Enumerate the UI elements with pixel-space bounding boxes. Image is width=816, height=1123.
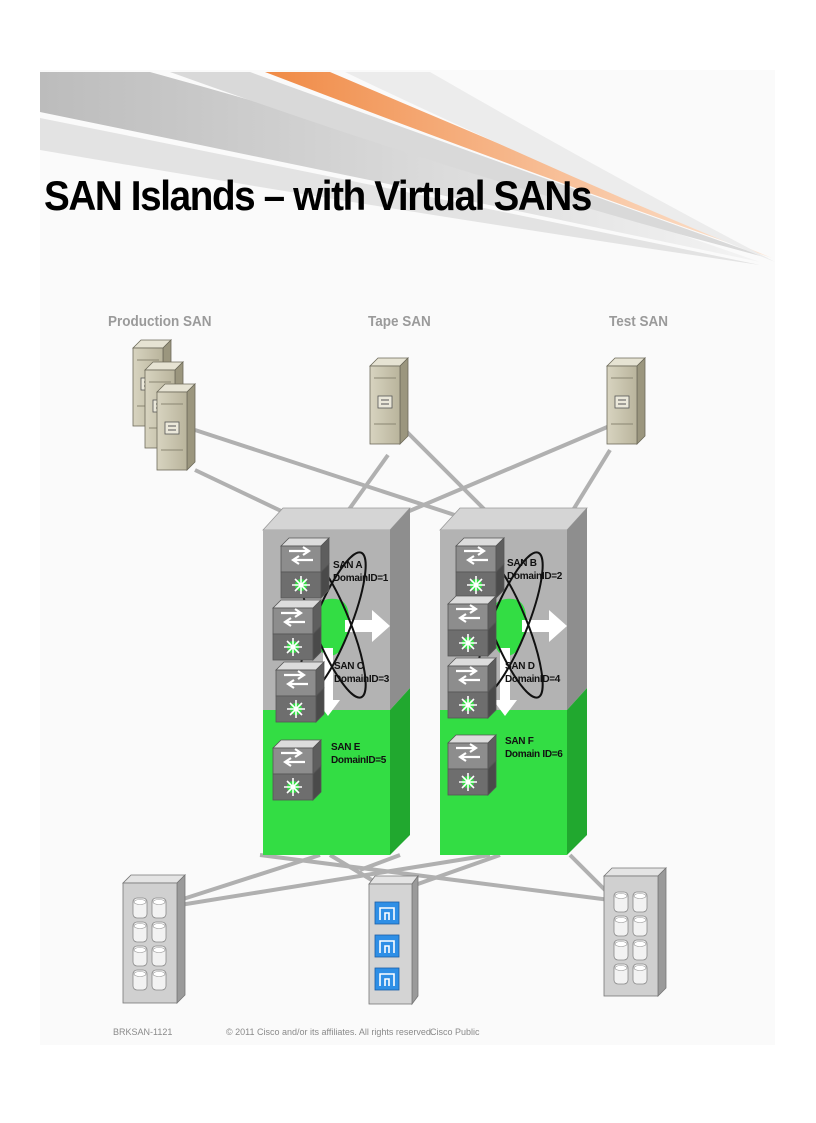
tape-san-label: Tape SAN (368, 313, 431, 330)
vsan-label-e: SAN E DomainID=5 (331, 741, 386, 767)
production-san-label: Production SAN (108, 313, 212, 330)
vsan-domain-id: Domain ID=6 (505, 749, 563, 760)
tape-library-icon (368, 874, 419, 1006)
vsan-name: SAN C (334, 661, 364, 672)
footer-session-id: BRKSAN-1121 (113, 1027, 173, 1037)
vsan-name: SAN D (505, 661, 535, 672)
switch-icon (446, 733, 498, 797)
switch-icon (279, 536, 331, 600)
vsan-name: SAN A (333, 560, 363, 571)
vsan-domain-id: DomainID=4 (505, 674, 561, 685)
vsan-label-b: SAN B DomainID=2 (507, 557, 562, 583)
switch-icon (271, 738, 323, 802)
switch-icon (271, 598, 323, 662)
tape-server-icon (369, 357, 409, 445)
footer-copyright: © 2011 Cisco and/or its affiliates. All … (226, 1027, 434, 1037)
vsan-domain-id: DomainID=1 (333, 573, 389, 584)
vsan-label-d: SAN D DomainID=4 (505, 660, 560, 686)
vsan-name: SAN B (507, 558, 537, 569)
vsan-name: SAN F (505, 736, 534, 747)
vsan-domain-id: DomainID=3 (334, 674, 390, 685)
production-servers (132, 339, 196, 471)
vsan-domain-id: DomainID=5 (331, 755, 387, 766)
footer-classification: Cisco Public (430, 1027, 480, 1037)
switch-icon (446, 594, 498, 658)
disk-array-left-icon (122, 874, 186, 1004)
disk-array-right-icon (603, 867, 667, 997)
switch-icon (274, 660, 326, 724)
switch-icon (446, 656, 498, 720)
bottom-links (179, 853, 612, 907)
vsan-label-c: SAN C DomainID=3 (334, 660, 389, 686)
server-icon (156, 383, 196, 471)
switch-icon (454, 536, 506, 600)
test-server-icon (606, 357, 646, 445)
top-links (194, 423, 613, 522)
vsan-name: SAN E (331, 742, 361, 753)
test-san-label: Test SAN (609, 313, 669, 330)
vsan-label-a: SAN A DomainID=1 (333, 559, 388, 585)
vsan-domain-id: DomainID=2 (507, 571, 563, 582)
slide-title: SAN Islands – with Virtual SANs (44, 172, 592, 219)
vsan-label-f: SAN F Domain ID=6 (505, 735, 563, 761)
